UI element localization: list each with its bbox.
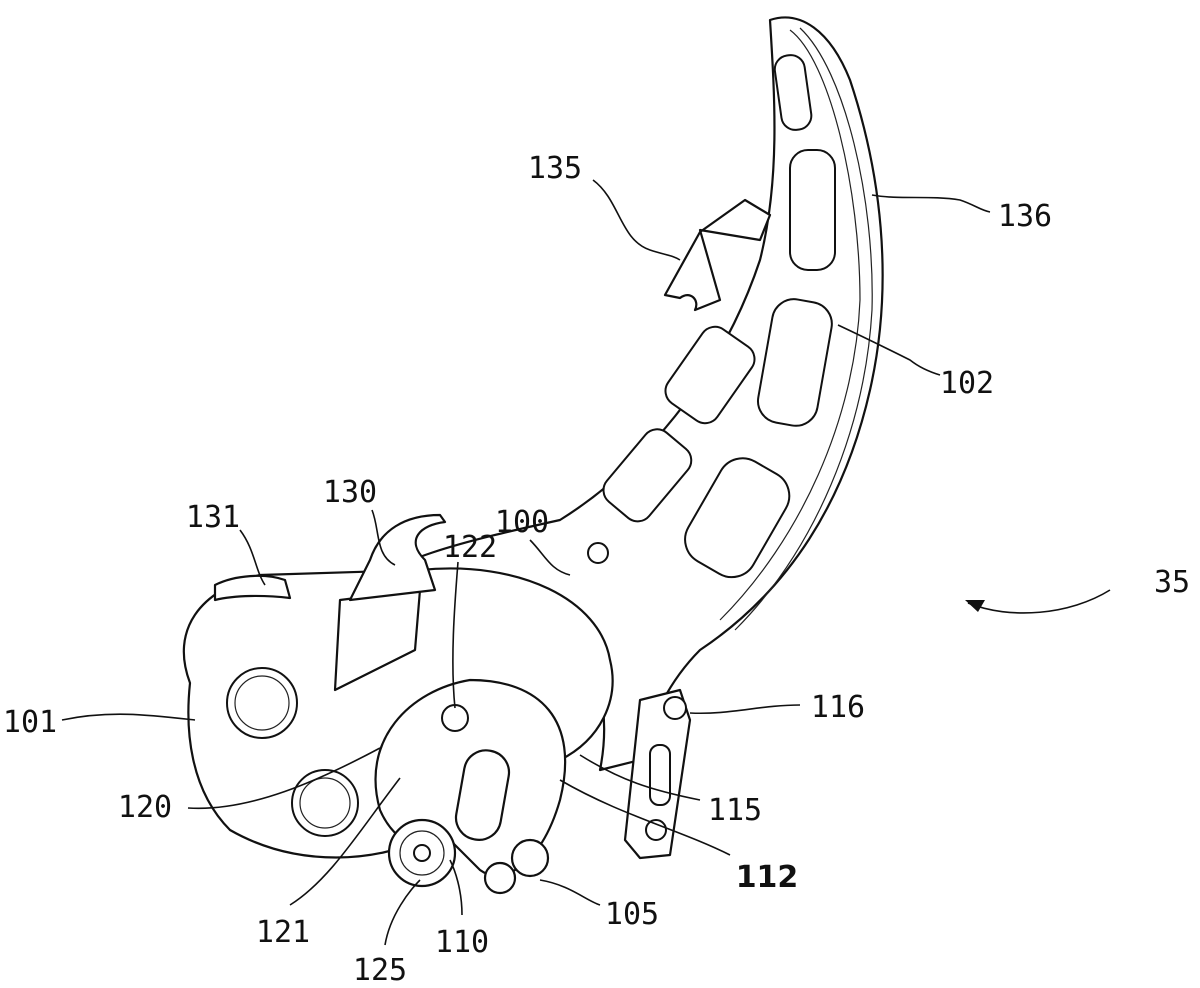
label-115: 115 (708, 793, 762, 828)
label-35: 35 (1154, 565, 1190, 600)
leader-lines (61, 179, 1111, 946)
label-105: 105 (605, 897, 659, 932)
bracket-116 (623, 688, 692, 860)
label-136: 136 (998, 199, 1052, 234)
label-110: 110 (435, 925, 489, 960)
arrow-icon (965, 600, 985, 612)
label-130: 130 (323, 475, 377, 510)
label-135: 135 (528, 151, 582, 186)
label-102: 102 (940, 366, 994, 401)
hook-135 (663, 198, 772, 312)
cam-plate (374, 678, 567, 895)
label-131: 131 (186, 500, 240, 535)
label-125: 125 (353, 953, 407, 988)
label-112: 112 (736, 860, 799, 895)
label-120: 120 (118, 790, 172, 825)
lever-130 (348, 513, 447, 602)
label-121: 121 (256, 915, 310, 950)
tab-131 (213, 574, 292, 602)
label-116: 116 (811, 690, 865, 725)
label-100: 100 (495, 505, 549, 540)
label-101: 101 (3, 705, 57, 740)
label-122: 122 (443, 530, 497, 565)
